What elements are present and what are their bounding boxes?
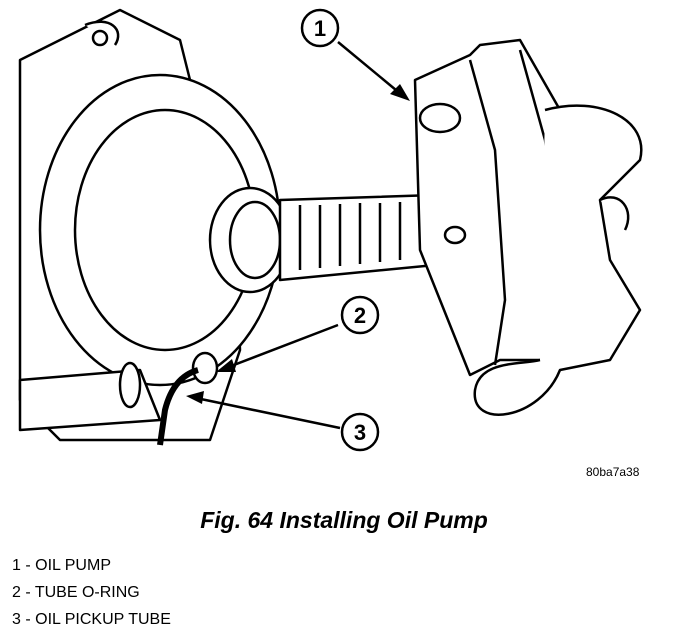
legend-item: 1 - OIL PUMP <box>12 557 111 574</box>
figure-caption: Fig. 64 Installing Oil Pump <box>200 507 488 533</box>
callout-1-arrowhead <box>390 84 410 101</box>
transmission-case <box>18 8 282 442</box>
callout-2-leader <box>225 323 339 370</box>
callout-1-label: 1 <box>314 16 326 41</box>
callout-3-leader <box>195 396 341 430</box>
oil-pickup-tube <box>157 367 199 446</box>
oil-pump <box>413 38 582 377</box>
callout-1-leader <box>337 41 403 96</box>
image-id: 80ba7a38 <box>586 465 640 479</box>
callout-3-label: 3 <box>354 420 366 445</box>
legend-item: 3 - OIL PICKUP TUBE <box>12 611 171 628</box>
oil-pump-illustration: 1 2 3 <box>18 8 643 452</box>
legend-item: 2 - TUBE O-RING <box>12 584 140 601</box>
callout-3: 3 <box>340 412 380 452</box>
callout-2: 2 <box>340 295 380 335</box>
hand <box>473 104 643 416</box>
legend: 1 - OIL PUMP 2 - TUBE O-RING 3 - OIL PIC… <box>12 552 171 633</box>
callout-2-label: 2 <box>354 303 366 328</box>
callout-2-arrowhead <box>216 359 236 372</box>
callout-1: 1 <box>300 8 340 48</box>
tube-o-ring <box>191 351 219 385</box>
callout-3-arrowhead <box>186 391 204 404</box>
